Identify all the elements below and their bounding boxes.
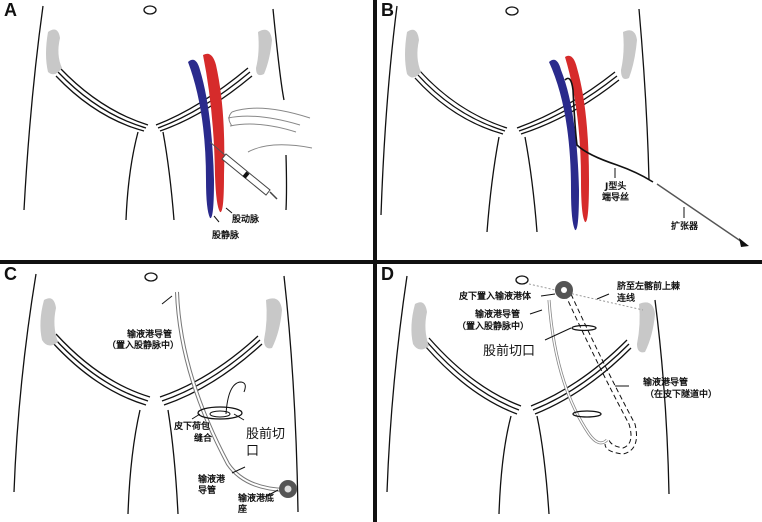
panel-label-c: C <box>4 264 17 284</box>
body-outline-right <box>654 299 670 495</box>
label-umbilicus-asis-line2: 连线 <box>617 294 636 304</box>
pelvis-right <box>256 29 272 76</box>
thigh-right <box>524 136 538 233</box>
femoral-vein <box>188 59 214 219</box>
label-incision-line2: 口 <box>246 444 260 459</box>
thigh-left <box>125 131 139 221</box>
body-outline-left <box>386 275 408 493</box>
panel-d-drawing <box>386 275 670 515</box>
label-port-base-line1: 输液港底 <box>238 494 275 504</box>
pelvis-left <box>46 29 62 75</box>
j-guidewire <box>564 77 654 183</box>
syringe-icon <box>209 141 278 200</box>
incision-upper <box>571 324 597 332</box>
incision-lower <box>572 410 602 418</box>
body-outline-right-lower <box>285 154 288 211</box>
body-outline-left <box>13 273 37 493</box>
suture-thread <box>225 381 246 415</box>
label-femoral-vein: 股静脉 <box>212 231 240 241</box>
label-umbilicus-asis-line1: 脐至左髂前上棘 <box>617 282 681 292</box>
femoral-vein <box>549 59 579 231</box>
label-purse-suture-line1: 皮下荷包 <box>174 422 211 432</box>
body-outline-left <box>380 5 398 216</box>
panel-c-drawing <box>13 272 299 515</box>
label-guidewire-line2: 端导丝 <box>602 193 630 203</box>
femoral-artery <box>565 55 589 223</box>
panel-label-b: B <box>381 0 394 20</box>
pelvis-left <box>40 298 58 346</box>
hand-icon <box>227 107 313 153</box>
body-outline-left <box>23 5 44 211</box>
umbilicus-asis-line <box>528 283 644 311</box>
label-incision: 股前切口 <box>483 344 536 359</box>
label-femoral-artery: 股动脉 <box>232 215 260 225</box>
label-incision-line1: 股前切 <box>246 427 286 442</box>
inguinal-left-1 <box>59 67 149 126</box>
panel-b: B J型头 端导丝 扩张器 <box>377 0 762 260</box>
pelvis-right <box>637 302 655 353</box>
panel-divider-horizontal <box>0 260 762 264</box>
pelvis-right <box>264 298 282 349</box>
femoral-artery <box>203 53 225 213</box>
navel-icon <box>505 6 519 16</box>
panel-c: C 输液港导管 （置入股静脉中） 皮下荷包 缝合 股前切 口 输液港 导管 输液… <box>0 264 373 522</box>
pelvis-left <box>411 302 429 350</box>
label-guidewire-line1: J型头 <box>605 182 627 192</box>
thigh-left <box>486 136 500 233</box>
pelvis-right <box>621 30 637 79</box>
body-outline-right-upper <box>272 8 285 101</box>
body-outline-right <box>283 275 299 513</box>
navel-icon <box>515 275 529 285</box>
thigh-left <box>498 415 512 515</box>
thigh-right <box>167 409 179 515</box>
panel-b-drawing <box>380 5 749 247</box>
label-catheter-in-vein-line1: 输液港导管 <box>475 310 521 320</box>
label-catheter-in-vein-line2: （置入股静脉中） <box>457 322 530 332</box>
label-tunnel-catheter-line1: 输液港导管 <box>643 378 689 388</box>
panel-a: A 股动脉 股静脉 <box>0 0 373 260</box>
panel-a-drawing <box>23 5 313 223</box>
thigh-right <box>536 415 550 515</box>
catheter-in-vein <box>175 291 287 492</box>
dilator <box>656 183 746 245</box>
label-dilator: 扩张器 <box>671 222 699 232</box>
thigh-right <box>162 131 175 221</box>
panel-label-d: D <box>381 264 394 284</box>
label-purse-suture-line2: 缝合 <box>194 434 213 444</box>
navel-icon <box>144 272 158 282</box>
label-catheter-in-vein-line1: 输液港导管 <box>127 330 173 340</box>
label-catheter-line1: 输液港 <box>198 475 226 485</box>
thigh-left <box>127 409 141 515</box>
label-catheter-in-vein-line2: （置入股静脉中） <box>107 341 180 351</box>
panel-label-a: A <box>4 0 17 20</box>
pelvis-left <box>405 29 421 78</box>
purse-suture <box>197 406 243 420</box>
tunnel-catheter <box>564 293 637 455</box>
label-port-body: 皮下置入输液港体 <box>459 292 532 302</box>
navel-icon <box>143 5 157 15</box>
label-port-base-line2: 座 <box>238 505 248 515</box>
arrow-tip-icon <box>739 238 749 247</box>
label-catheter-line2: 导管 <box>198 486 217 496</box>
label-tunnel-catheter-line2: （在皮下隧道中） <box>645 390 718 400</box>
panel-d: D 皮下置入输液港体 脐至左髂前上棘 连线 输液港导管 （置入股静脉中） 股前切… <box>377 264 762 522</box>
body-outline-right <box>638 8 650 181</box>
